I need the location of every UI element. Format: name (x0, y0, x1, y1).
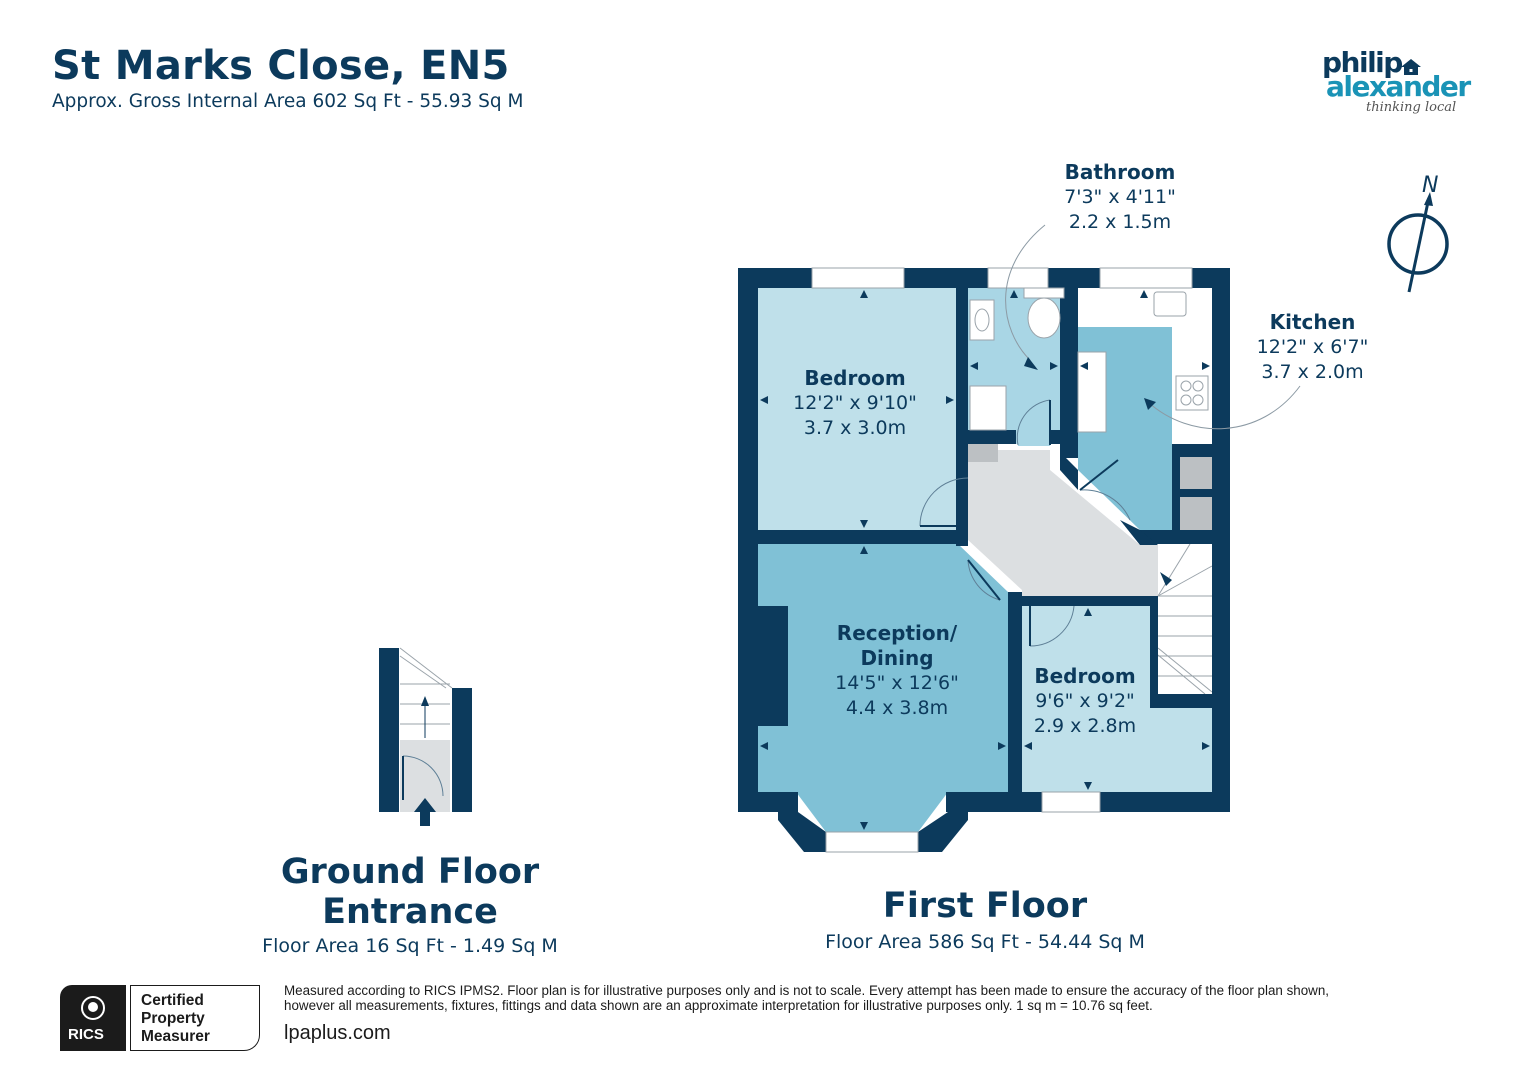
rics-badge: RICS Certified Property Measurer (60, 985, 260, 1051)
toilet-icon (1027, 297, 1061, 339)
certified-property-measurer: Certified Property Measurer (130, 985, 260, 1051)
disclaimer: Measured according to RICS IPMS2. Floor … (284, 983, 1330, 1013)
kitchen-unit (1077, 351, 1107, 433)
sink-icon (1153, 291, 1187, 317)
north-label: N (1422, 173, 1438, 198)
lion-icon (81, 996, 105, 1020)
agent-logo: philip alexander thinking local (1318, 48, 1488, 128)
first-floor-caption: First Floor Floor Area 586 Sq Ft - 54.44… (780, 886, 1190, 954)
basin-icon (969, 299, 995, 341)
gross-internal-area: Approx. Gross Internal Area 602 Sq Ft - … (52, 91, 524, 112)
ground-floor-plan (379, 647, 472, 826)
ground-floor-title-1: Ground Floor (280, 852, 540, 892)
cupboard-3 (1180, 497, 1212, 530)
room-label-bedroom-2: Bedroom 9'6" x 9'2" 2.9 x 2.8m (1033, 664, 1137, 737)
house-icon (1401, 59, 1421, 75)
entrance-arrow-icon (414, 798, 436, 826)
ground-floor-title-2: Entrance (322, 892, 498, 932)
shower-icon (969, 385, 1007, 431)
north-arrow-icon: N (1387, 173, 1449, 293)
room-label-bathroom: Bathroom 7'3" x 4'11" 2.2 x 1.5m (1064, 160, 1176, 233)
logo-line-philip: philip (1322, 46, 1403, 79)
cupboard-1 (968, 444, 998, 462)
bedroom1-fill (758, 288, 956, 530)
windows (811, 267, 1193, 853)
property-title: St Marks Close, EN5 (52, 43, 510, 89)
room-label-bedroom-1: Bedroom 12'2" x 9'10" 3.7 x 3.0m (793, 366, 917, 439)
logo-tagline: thinking local (1366, 100, 1457, 115)
first-floor-area: Floor Area 586 Sq Ft - 54.44 Sq M (825, 931, 1145, 953)
first-floor-title: First Floor (882, 886, 1088, 926)
room-label-kitchen: Kitchen 12'2" x 6'7" 3.7 x 2.0m (1256, 310, 1369, 383)
staircase (1158, 544, 1212, 694)
hall-fill (968, 450, 1158, 596)
logo-line-alexander: alexander (1326, 70, 1471, 103)
north-compass: N (1380, 168, 1460, 302)
bedroom2-fill (1022, 606, 1212, 792)
ground-floor-caption: Ground Floor Entrance Floor Area 16 Sq F… (200, 852, 620, 958)
hob-icon (1175, 375, 1209, 411)
rics-logo: RICS (60, 985, 126, 1051)
chimney-breast (758, 606, 788, 726)
cupboard-2 (1180, 457, 1212, 489)
website-link[interactable]: lpaplus.com (284, 1022, 391, 1044)
room-label-reception-dining: Reception/ Dining 14'5" x 12'6" 4.4 x 3.… (835, 621, 959, 719)
ground-floor-area: Floor Area 16 Sq Ft - 1.49 Sq M (262, 935, 558, 957)
reception-fill (758, 544, 1008, 832)
